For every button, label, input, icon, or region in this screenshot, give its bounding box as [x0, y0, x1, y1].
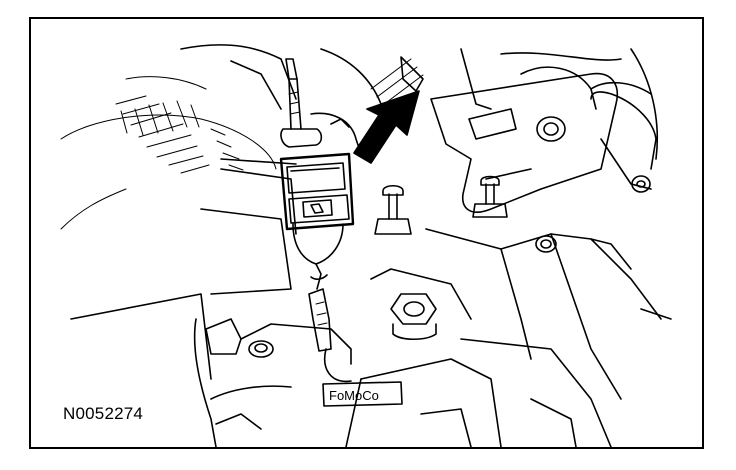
- bolt-right-small: [535, 235, 557, 253]
- casting-mark-text: FoMoCo: [329, 388, 379, 403]
- stud-bolt-left: [374, 184, 412, 235]
- illustration-frame: FoMoCo N0052274: [29, 17, 704, 449]
- bolts: [374, 175, 557, 341]
- bolt-lower-center: [390, 293, 437, 341]
- engine-outlines: [70, 44, 672, 447]
- stud-bolt-center: [472, 175, 508, 218]
- selector-cable: [280, 58, 362, 155]
- arrow-icon: [353, 90, 420, 164]
- mount-bracket: [430, 72, 657, 213]
- figure-id-label: N0052274: [63, 404, 144, 423]
- hatch-region: [60, 76, 277, 230]
- transmission-illustration: FoMoCo: [60, 44, 672, 447]
- casting-mark: FoMoCo: [322, 381, 403, 407]
- cable-connector: [279, 152, 355, 383]
